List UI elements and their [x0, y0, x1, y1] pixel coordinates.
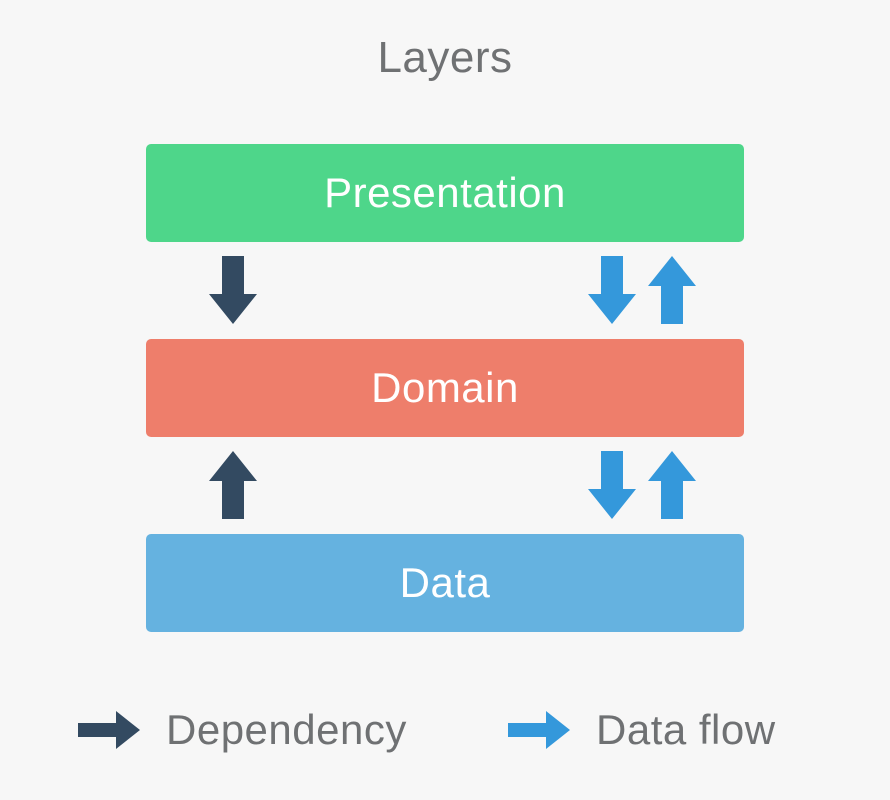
connector-data-to-domain-dependency[interactable]	[209, 451, 257, 519]
layer-label-domain: Domain	[371, 364, 519, 411]
legend-item-dataflow[interactable]: Data flow	[508, 690, 776, 770]
connector-domain-data-dataflow-down[interactable]	[588, 451, 636, 519]
layer-box-data[interactable]: Data	[146, 534, 744, 632]
legend-label-dependency: Dependency	[166, 706, 407, 753]
arrow-down-icon	[588, 256, 636, 324]
arrow-down-icon	[209, 256, 257, 324]
connector-presentation-domain-dataflow-up[interactable]	[648, 256, 696, 324]
layer-box-domain[interactable]: Domain	[146, 339, 744, 437]
arrow-down-icon	[588, 451, 636, 519]
connector-presentation-domain-dataflow-down[interactable]	[588, 256, 636, 324]
connector-presentation-to-domain-dependency[interactable]	[209, 256, 257, 324]
connector-domain-data-dataflow-up[interactable]	[648, 451, 696, 519]
layer-label-presentation: Presentation	[324, 169, 566, 216]
arrow-up-icon	[648, 451, 696, 519]
arrow-up-icon	[209, 451, 257, 519]
layer-box-presentation[interactable]: Presentation	[146, 144, 744, 242]
legend: Dependency Data flow	[0, 690, 890, 770]
arrow-right-icon	[508, 711, 570, 749]
layer-label-data: Data	[399, 559, 491, 606]
legend-item-dependency[interactable]: Dependency	[78, 690, 407, 770]
legend-label-dataflow: Data flow	[596, 706, 776, 753]
arrow-right-icon	[78, 711, 140, 749]
arrow-up-icon	[648, 256, 696, 324]
page-title: Layers	[377, 33, 513, 82]
